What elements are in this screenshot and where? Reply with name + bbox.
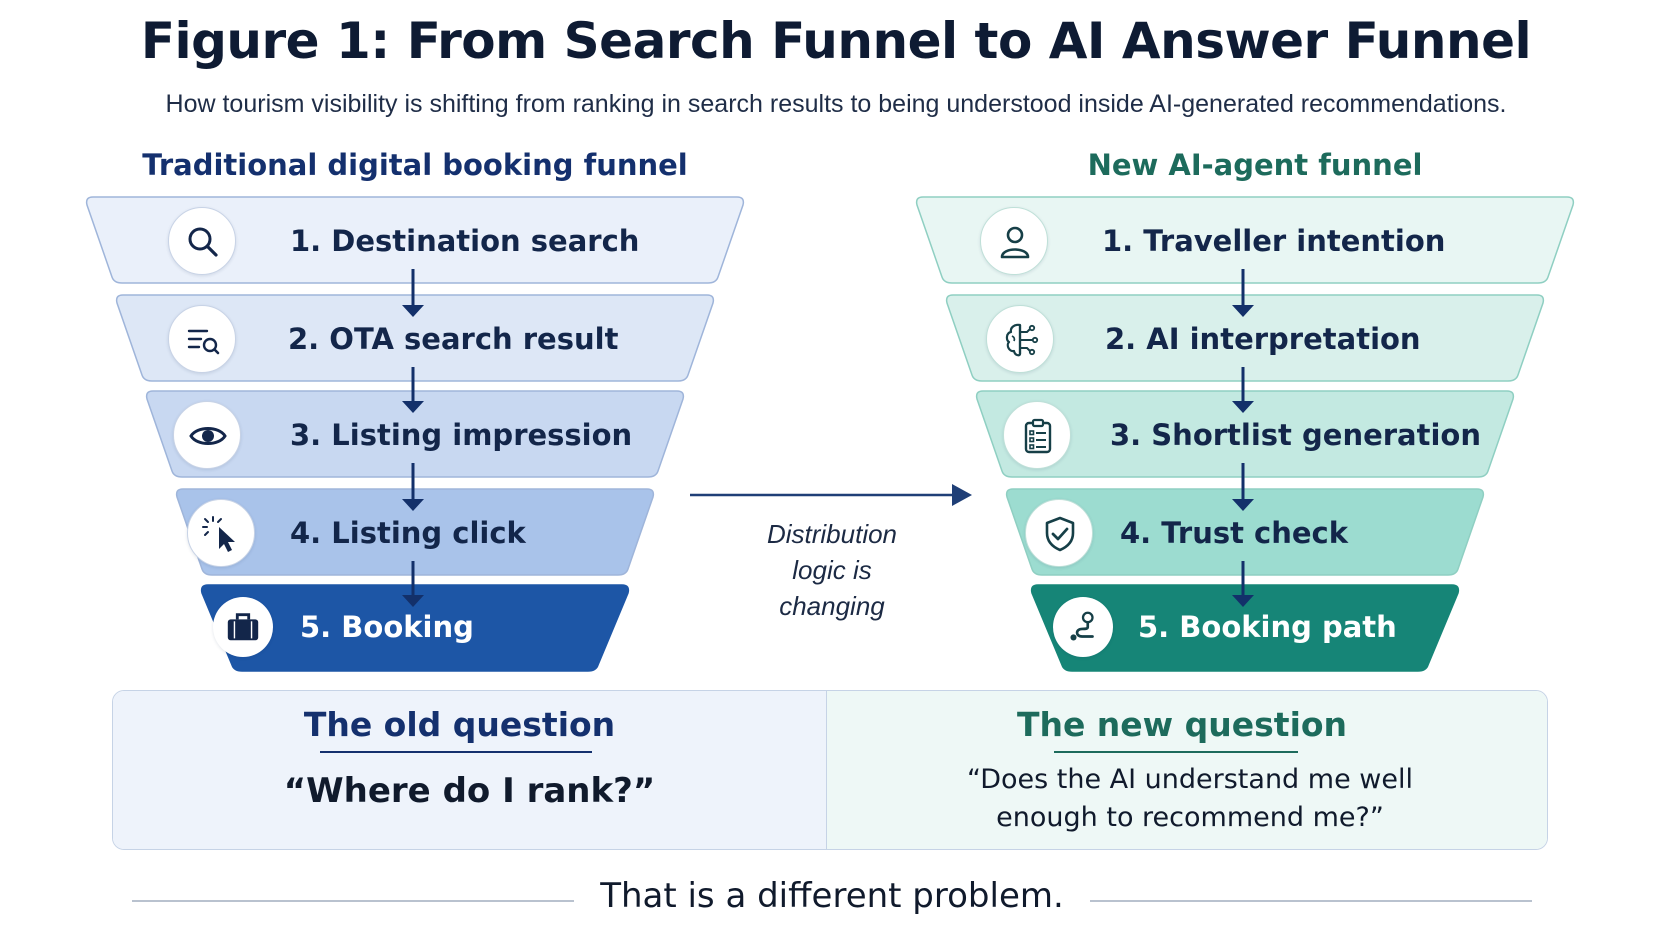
ai-connector-arrowhead-1 — [1232, 305, 1254, 317]
transition-label-line-1: Distribution — [766, 519, 898, 549]
person-icon — [980, 207, 1048, 275]
traditional-step-1-label: 1. Destination search — [290, 224, 640, 258]
transition-label: Distribution logic is changing — [722, 516, 942, 624]
traditional-band-3 — [145, 390, 685, 478]
eye-icon — [173, 401, 241, 469]
traditional-step-4-label: 4. Listing click — [290, 516, 526, 550]
brain-circuit-icon — [986, 305, 1054, 373]
traditional-step-5-label: 5. Booking — [300, 610, 474, 644]
search-results-icon — [168, 305, 236, 373]
new-question-underline — [1054, 751, 1298, 753]
ai-step-2-label: 2. AI interpretation — [1105, 322, 1421, 356]
search-icon — [168, 207, 236, 275]
transition-arrowhead — [952, 484, 972, 506]
clipboard-list-icon — [1003, 401, 1071, 469]
traditional-step-3-label: 3. Listing impression — [290, 418, 633, 452]
traditional-connector-arrowhead-1 — [402, 305, 424, 317]
figure-title: Figure 1: From Search Funnel to AI Answe… — [140, 12, 1532, 70]
traditional-connector-arrowhead-4 — [402, 595, 424, 607]
cursor-click-icon — [187, 499, 255, 567]
ai-band-4 — [1005, 488, 1485, 576]
new-question-title: The new question — [1016, 705, 1348, 744]
comparison-box: The old question “Where do I rank?” The … — [112, 690, 1548, 850]
traditional-band-5 — [200, 584, 630, 672]
old-question-underline — [320, 751, 592, 753]
ai-connector-arrowhead-3 — [1232, 499, 1254, 511]
transition-label-line-3: changing — [779, 591, 885, 621]
transition-label-line-2: logic is — [792, 555, 872, 585]
shield-check-icon — [1025, 499, 1093, 567]
ai-step-4-label: 4. Trust check — [1120, 516, 1349, 550]
old-question-panel: The old question “Where do I rank?” — [113, 691, 826, 849]
ai-step-5-label: 5. Booking path — [1138, 610, 1397, 644]
footer-conclusion: That is a different problem. — [600, 876, 1064, 916]
ai-band-5 — [1030, 584, 1460, 672]
new-question-text: “Does the AI understand me well enough t… — [967, 764, 1413, 833]
figure-subtitle: How tourism visibility is shifting from … — [165, 90, 1507, 118]
route-icon — [1053, 597, 1113, 657]
traditional-band-4 — [175, 488, 655, 576]
traditional-funnel-heading: Traditional digital booking funnel — [142, 148, 688, 182]
ai-band-2 — [945, 294, 1545, 382]
ai-band-3 — [975, 390, 1515, 478]
traditional-connector-arrowhead-2 — [402, 401, 424, 413]
footer-divider-left — [132, 900, 574, 902]
footer-divider-right — [1090, 900, 1532, 902]
ai-step-3-label: 3. Shortlist generation — [1110, 418, 1481, 452]
ai-connector-arrowhead-2 — [1232, 401, 1254, 413]
traditional-connector-arrowhead-3 — [402, 499, 424, 511]
traditional-step-2-label: 2. OTA search result — [288, 322, 619, 356]
ai-funnel-heading: New AI-agent funnel — [1087, 148, 1423, 182]
ai-step-1-label: 1. Traveller intention — [1102, 224, 1446, 258]
new-question-panel: The new question “Does the AI understand… — [826, 691, 1547, 849]
traditional-band-1 — [85, 196, 745, 284]
ai-connector-arrowhead-4 — [1232, 595, 1254, 607]
traditional-band-2 — [115, 294, 715, 382]
old-question-text: “Where do I rank?” — [283, 771, 656, 811]
ai-band-1 — [915, 196, 1575, 284]
briefcase-icon — [213, 597, 273, 657]
old-question-title: The old question — [303, 705, 616, 744]
